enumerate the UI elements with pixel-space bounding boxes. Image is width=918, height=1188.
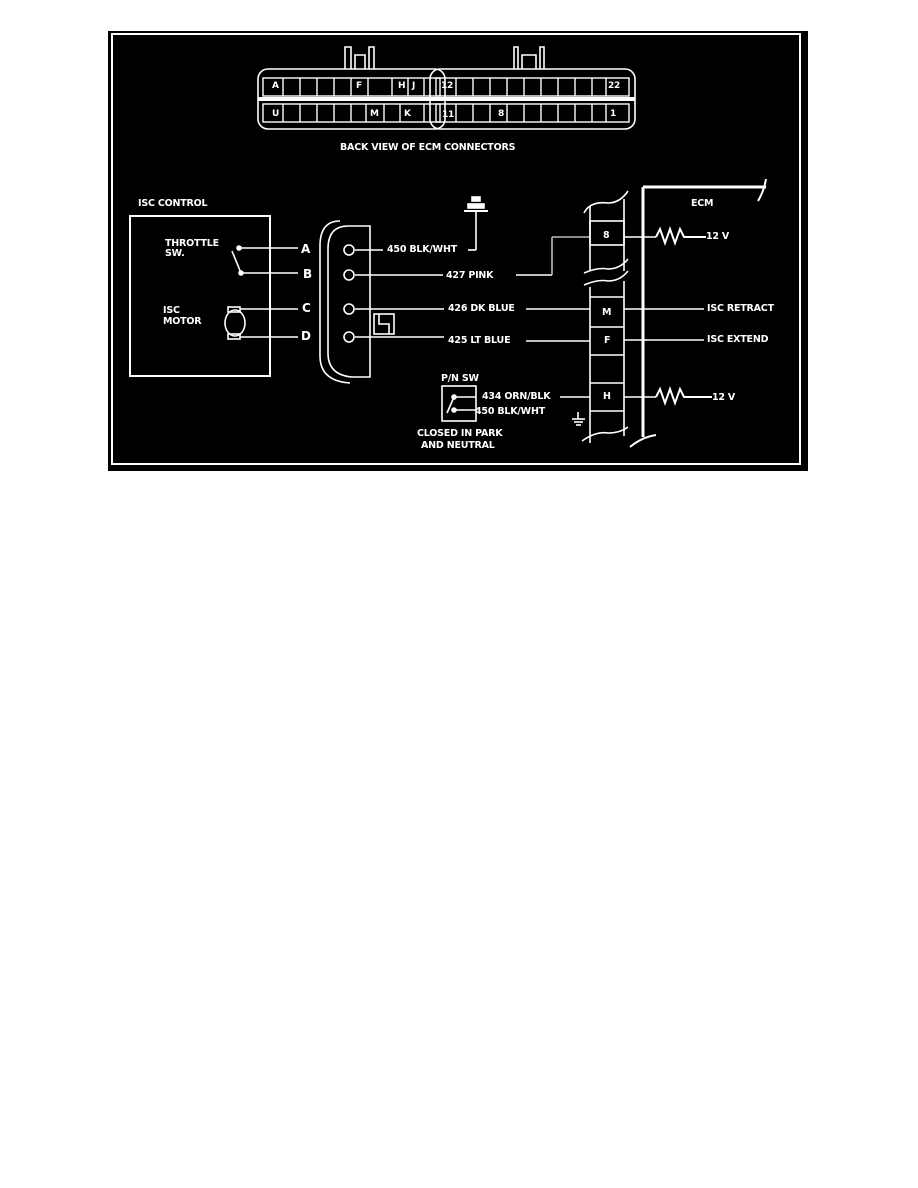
connector-pin-12: 12 [441,81,454,91]
pn-note-line-2: AND NEUTRAL [421,440,495,451]
ecm-terminal-strip [581,190,629,443]
ecm-title: ECM [691,198,714,209]
voltage-12v-bottom: 12 V [712,392,736,403]
pn-note-line-1: CLOSED IN PARK [417,428,503,439]
terminal-D: D [301,329,311,343]
connector-pin-U: U [272,109,280,119]
connector-pin-A: A [272,81,279,91]
terminal-A: A [301,242,311,256]
connector-pin-11: 11 [442,110,455,120]
terminal-C: C [302,301,311,315]
throttle-switch-label-2: SW. [165,248,185,259]
connectors-caption: BACK VIEW OF ECM CONNECTORS [340,142,516,153]
ecm-connector-right [429,46,636,130]
pn-switch-title: P/N SW [441,373,479,384]
isc-retract-label: ISC RETRACT [707,303,774,314]
connector-pin-8: 8 [498,109,505,119]
isc-motor-label: ISC [163,305,180,316]
ecm-pin-H: H [603,391,611,402]
connector-pin-H: H [398,81,406,91]
pn-wire-450-label: 450 BLK/WHT [475,406,545,417]
connector-pin-22: 22 [608,81,621,91]
voltage-12v-top: 12 V [706,231,730,242]
connector-pin-M: M [370,109,379,119]
ecm-pin-F: F [604,335,611,346]
connector-pin-K: K [404,109,411,119]
wire-427-label: 427 PINK [446,270,494,281]
connector-cell-grid [262,77,630,123]
ecm-pin-8: 8 [603,230,610,241]
throttle-switch-label: THROTTLE [165,238,219,249]
isc-motor-label-2: MOTOR [163,316,202,327]
diagram-lines [111,33,801,465]
pn-wire-434-label: 434 ORN/BLK [482,391,551,402]
wire-425-label: 425 LT BLUE [448,335,511,346]
ecm-pin-M: M [602,307,612,318]
connector-pin-1: 1 [610,109,617,119]
wire-450-label: 450 BLK/WHT [387,244,457,255]
connector-pin-F: F [356,81,362,91]
terminal-B: B [303,267,312,281]
connector-pin-J: J [412,81,416,91]
isc-control-title: ISC CONTROL [138,198,208,209]
isc-extend-label: ISC EXTEND [707,334,769,345]
wire-426-label: 426 DK BLUE [448,303,515,314]
